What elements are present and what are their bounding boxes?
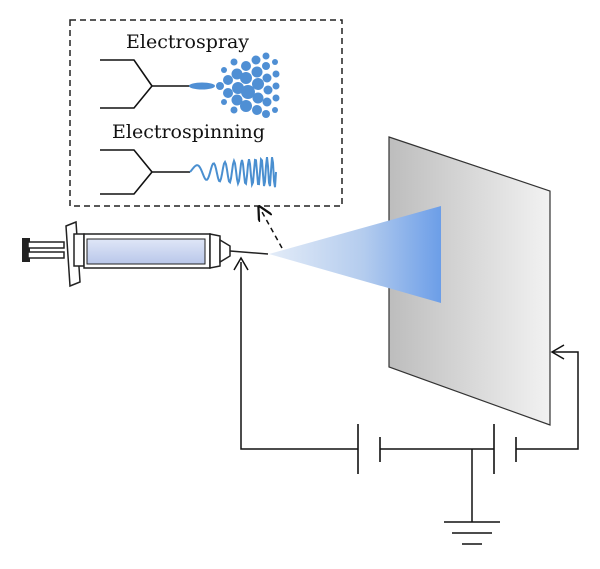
droplet	[272, 82, 280, 90]
electrospray-label: Electrospray	[126, 31, 249, 53]
syringe-icon	[22, 220, 269, 288]
droplet	[223, 88, 233, 98]
droplet	[263, 85, 273, 95]
droplet	[241, 61, 251, 71]
syringe-fluid	[86, 238, 206, 265]
ground-icon	[444, 521, 500, 545]
spray-plume	[269, 206, 441, 303]
droplet	[252, 92, 264, 104]
droplet	[232, 82, 244, 94]
electrospinning-nozzle-icon	[100, 149, 190, 195]
electrospray-droplets	[216, 52, 280, 118]
battery-right-icon	[493, 424, 517, 474]
collector-connection-arrow	[550, 344, 565, 360]
electrospray-nozzle-icon	[100, 59, 190, 109]
droplet	[223, 75, 233, 85]
droplet	[240, 100, 252, 112]
droplet	[262, 52, 270, 60]
droplet	[252, 105, 262, 115]
droplet	[251, 55, 261, 65]
droplet	[272, 107, 278, 113]
droplet	[231, 68, 243, 80]
droplet	[230, 58, 238, 66]
electrospinning-fiber-icon	[189, 156, 277, 189]
droplet	[262, 73, 272, 83]
collector-plate	[388, 136, 551, 426]
battery-left-icon	[357, 424, 381, 474]
droplet	[272, 94, 280, 102]
droplet	[262, 97, 272, 107]
droplet	[231, 94, 243, 106]
droplet	[262, 62, 270, 70]
droplet	[272, 59, 278, 65]
droplet	[272, 70, 280, 78]
droplet	[230, 106, 238, 114]
circuit-wiring	[240, 262, 579, 522]
droplet	[221, 67, 227, 73]
inset-box	[69, 19, 343, 207]
droplet	[216, 82, 224, 90]
droplet	[262, 110, 270, 118]
droplet	[251, 66, 263, 78]
electrospinning-label: Electrospinning	[112, 121, 265, 143]
needle-connection-arrow	[233, 256, 249, 271]
droplet	[241, 85, 255, 99]
droplet	[221, 99, 227, 105]
droplet	[252, 78, 264, 90]
droplet	[240, 72, 252, 84]
inset-pointer-arrow	[262, 212, 283, 249]
electrospray-jet	[189, 82, 215, 90]
